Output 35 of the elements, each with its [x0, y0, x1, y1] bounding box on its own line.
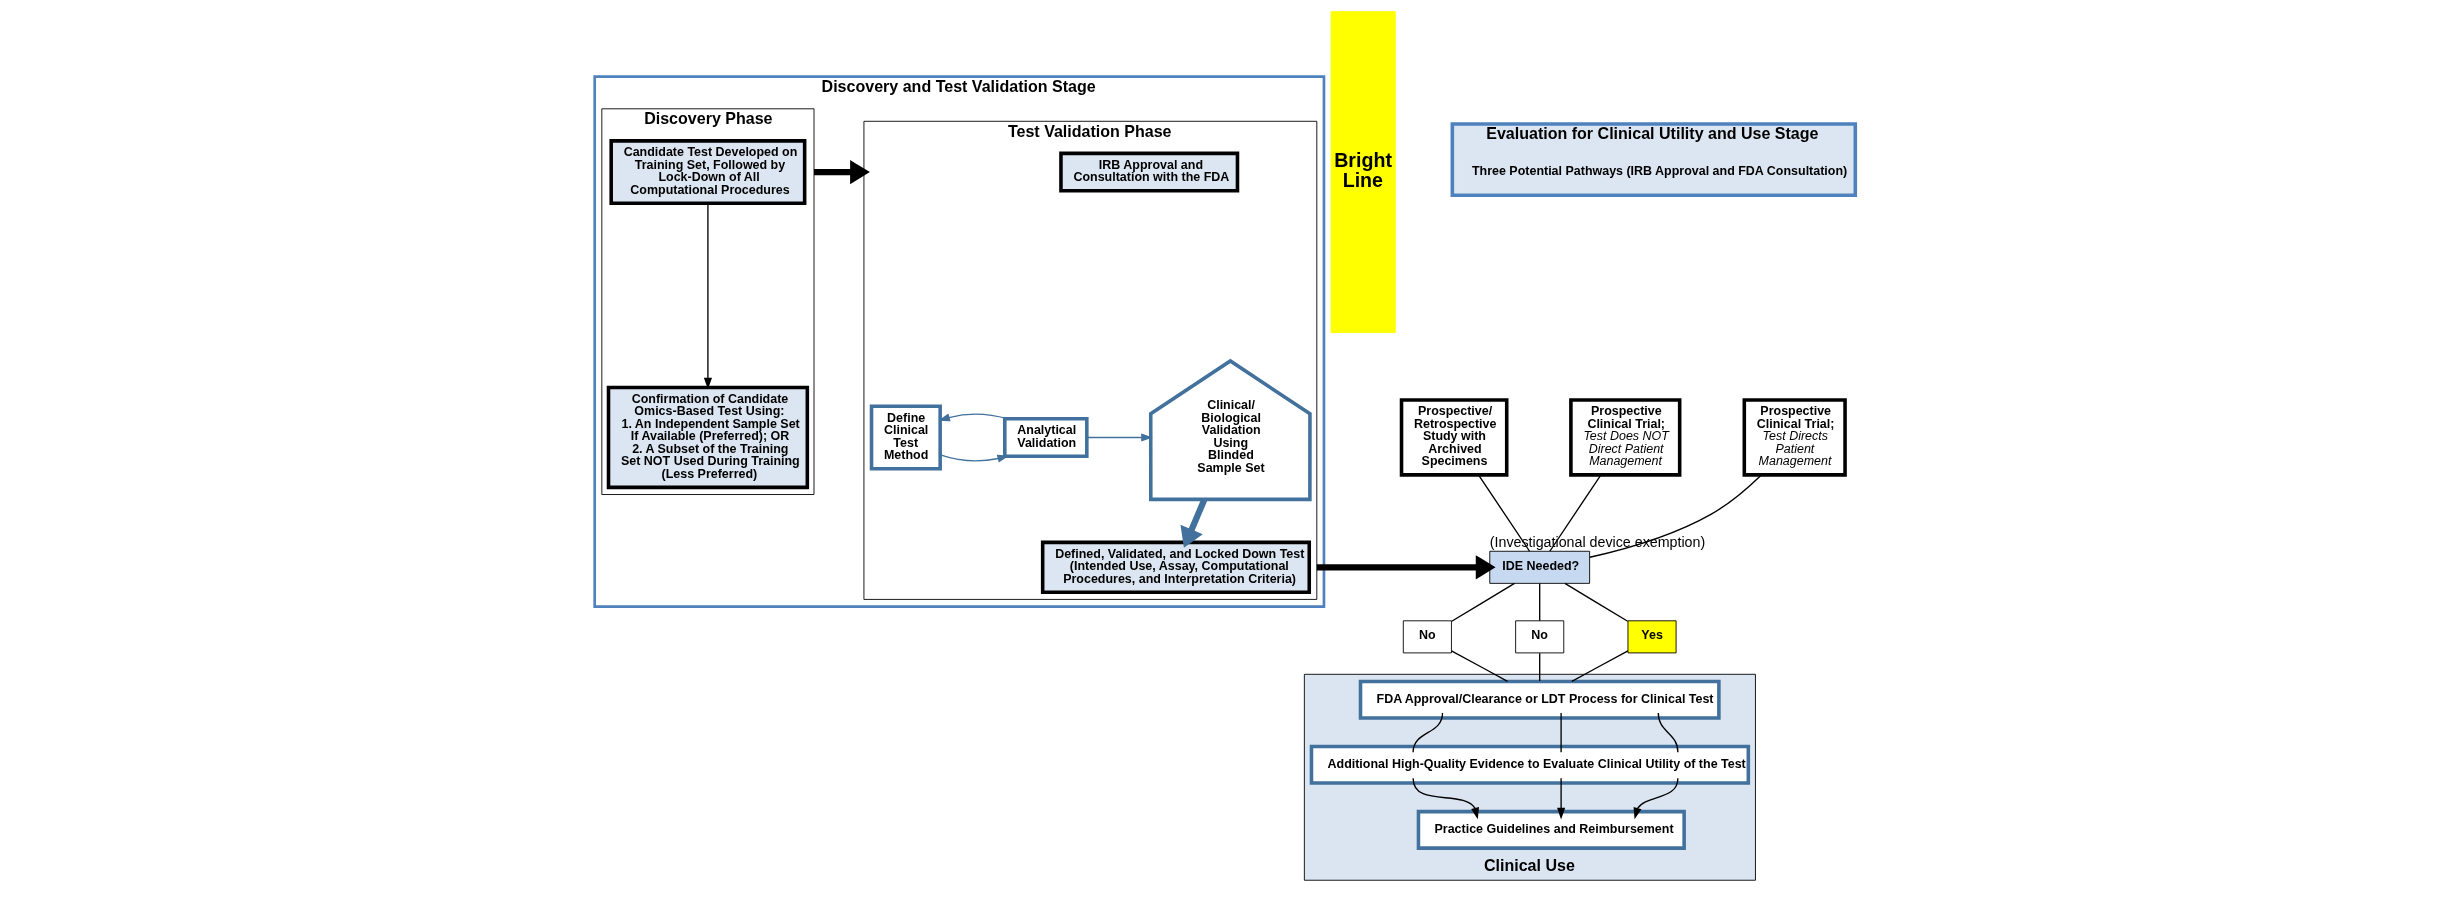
node-box: Prospective Clinical Trial; Test Directs Patient Management	[1742, 398, 1847, 477]
arrow	[1180, 498, 1208, 548]
node-box: Yes	[1627, 620, 1677, 654]
node-box: IDE Needed?	[1489, 550, 1591, 584]
connector	[1450, 650, 1509, 682]
node-box: Define Clinical Test Method	[869, 404, 942, 471]
node-box: Confirmation of Candidate Omics-Based Test Using: 1. An Independent Sample Set If Available (Preferred); OR 2. A Subset of the Training Set NOT Used During Training (Less Preferred)	[606, 385, 810, 490]
connector	[1539, 652, 1541, 682]
connector	[1571, 650, 1629, 682]
connector	[1412, 712, 1444, 753]
connector	[1451, 582, 1516, 622]
connector	[1478, 474, 1531, 552]
node-box: No	[1515, 620, 1565, 654]
arrow	[1557, 777, 1566, 820]
node-box: Prospective/ Retrospective Study with Archived Specimens	[1399, 398, 1509, 477]
node-box: Bright Line	[1330, 11, 1396, 333]
arrow	[814, 160, 870, 185]
connector	[1560, 712, 1562, 753]
node-box: Candidate Test Developed on Training Set, Followed by Lock-Down of All Computational Procedures	[609, 139, 807, 206]
node-box: Prospective Clinical Trial; Test Does NOT Direct Patient Management	[1569, 398, 1682, 477]
arrow	[1412, 777, 1480, 820]
node-box: No	[1402, 620, 1452, 654]
node-box: Analytical Validation	[1003, 416, 1089, 458]
arrow	[1633, 777, 1679, 820]
node-box: FDA Approval/Clearance or LDT Process for Clinical Test	[1358, 679, 1721, 720]
node-text: Three Potential Pathways (IRB Approval and FDA Consultation)	[1471, 163, 1848, 178]
arrow	[1086, 433, 1153, 442]
connector	[1549, 474, 1602, 552]
node-box: Additional High-Quality Evidence to Evaluate Clinical Utility of the Test	[1309, 744, 1751, 785]
node-box: Defined, Validated, and Locked Down Test (Intended Use, Assay, Computational Procedures, and Interpretation Criteria)	[1040, 540, 1312, 595]
node-box: IRB Approval and Consultation with the FDA	[1059, 151, 1240, 193]
arrow	[1316, 555, 1496, 580]
connector	[1539, 582, 1541, 622]
connector	[1657, 712, 1679, 753]
connector	[1564, 582, 1629, 622]
